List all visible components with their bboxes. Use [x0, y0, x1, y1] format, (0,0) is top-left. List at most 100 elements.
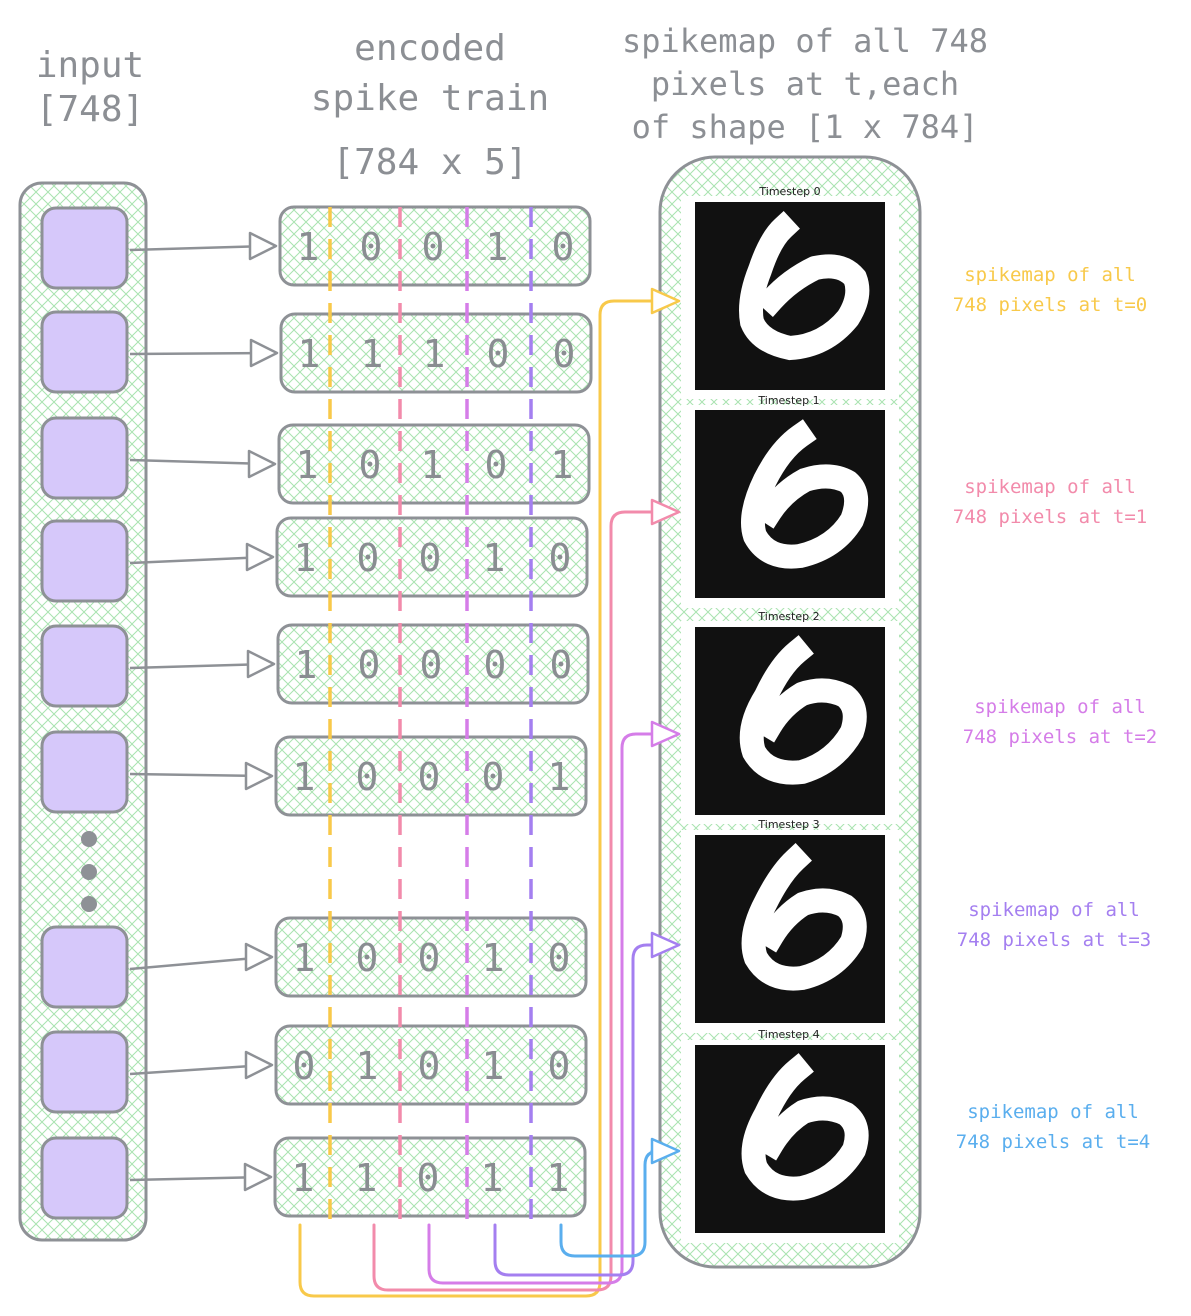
- timestep-label: spikemap of all 748 pixels at t=1: [930, 472, 1170, 532]
- spike-bit: 0: [422, 225, 445, 269]
- timestep-label-line: 748 pixels at t=0: [952, 294, 1148, 316]
- ellipsis-dot: [81, 896, 97, 912]
- encoded-header-line: [784 x 5]: [332, 142, 528, 183]
- spike-bit: 1: [423, 332, 446, 376]
- input-node: [40, 1030, 129, 1114]
- input-node: [40, 206, 129, 290]
- timestep-title: Timestep 4: [758, 1028, 820, 1041]
- spike-bit: 0: [487, 332, 510, 376]
- arrow-head: [244, 1050, 274, 1080]
- timestep-label-line: 748 pixels at t=3: [956, 929, 1152, 951]
- timestep-label: spikemap of all 748 pixels at t=4: [933, 1097, 1173, 1157]
- input-node: [40, 519, 129, 603]
- timestep-label-line: spikemap of all: [974, 696, 1146, 718]
- timestep-label-line: 748 pixels at t=2: [962, 726, 1158, 748]
- spike-bit: 1: [293, 936, 316, 980]
- spike-bit: 1: [296, 443, 319, 487]
- spike-bit: 0: [293, 1044, 316, 1088]
- spike-bit: 0: [548, 1044, 571, 1088]
- route-arrow-head: [650, 931, 681, 959]
- spikemap-digit: [739, 211, 870, 361]
- input-arrow: [129, 662, 269, 670]
- spikemap-digit: [739, 635, 867, 785]
- spike-row: [273, 1136, 587, 1218]
- spikemap-digit: [741, 419, 869, 569]
- timestep-label: spikemap of all 748 pixels at t=3: [934, 895, 1174, 955]
- timestep-route: [559, 1149, 661, 1258]
- spike-bit: 1: [355, 1156, 378, 1200]
- timestep-label: spikemap of all 748 pixels at t=2: [940, 692, 1180, 752]
- timestep-route: [372, 510, 654, 1292]
- timestep-title: Timestep 1: [758, 394, 820, 407]
- spike-bit: 0: [482, 755, 505, 799]
- spike-bit: 0: [419, 536, 442, 580]
- spike-bit: 1: [293, 755, 316, 799]
- arrow-head: [246, 649, 276, 679]
- input-node: [40, 624, 129, 708]
- spikemap-header-line: of shape [1 x 784]: [631, 108, 979, 146]
- spike-bit: 1: [294, 536, 317, 580]
- spike-bit: 1: [548, 755, 571, 799]
- spike-bit: 0: [484, 643, 507, 687]
- spike-bit: 0: [418, 936, 441, 980]
- spikemap-digit: [741, 843, 867, 991]
- spike-bit: 1: [482, 936, 505, 980]
- spikemap-header-line: pixels at t,each: [650, 65, 960, 103]
- encoded-header-line: encoded: [354, 28, 506, 69]
- spike-row: [275, 516, 589, 598]
- spike-bit: 0: [553, 332, 576, 376]
- spike-bit: 1: [298, 332, 321, 376]
- spikemap-digit: [741, 1053, 869, 1201]
- timestep-label-line: spikemap of all: [964, 476, 1136, 498]
- spike-row: [274, 916, 588, 998]
- timestep-title: Timestep 2: [758, 610, 820, 623]
- timestep-label-line: spikemap of all: [968, 899, 1140, 921]
- route-arrow-head: [650, 720, 681, 748]
- timestep-label-line: spikemap of all: [964, 264, 1136, 286]
- spike-bit: 0: [356, 936, 379, 980]
- spike-bit: 0: [549, 536, 572, 580]
- spike-bit: 1: [547, 1156, 570, 1200]
- input-arrow: [129, 955, 267, 971]
- spike-bit: 0: [420, 643, 443, 687]
- input-node: [40, 416, 129, 500]
- input-arrow: [129, 244, 271, 252]
- spikemap-header-line: spikemap of all 748: [621, 22, 989, 60]
- timestep-label-line: 748 pixels at t=1: [952, 506, 1148, 528]
- input-arrow: [129, 555, 268, 565]
- arrow-head: [247, 449, 277, 479]
- spike-bit: 0: [418, 755, 441, 799]
- encoded-header: encoded spike train [784 x 5]: [290, 24, 570, 188]
- input-arrow: [129, 458, 270, 466]
- spike-bit: 1: [421, 443, 444, 487]
- timestep-label: spikemap of all 748 pixels at t=0: [930, 260, 1170, 320]
- timestep-label-line: 748 pixels at t=4: [955, 1131, 1151, 1153]
- input-arrow: [129, 1175, 266, 1182]
- spike-bit: 1: [551, 443, 574, 487]
- timestep-label-line: spikemap of all: [967, 1101, 1139, 1123]
- route-arrow-head: [650, 498, 681, 526]
- arrow-head: [249, 338, 279, 368]
- spike-bit: 1: [483, 536, 506, 580]
- input-node: [40, 1136, 129, 1220]
- ellipsis-dot: [81, 831, 97, 847]
- spike-row: [274, 735, 588, 817]
- spike-bit: 1: [482, 1044, 505, 1088]
- spike-row: [278, 205, 592, 287]
- arrow-head: [244, 942, 274, 972]
- arrow-head: [244, 761, 274, 791]
- route-arrow-head: [650, 287, 681, 315]
- input-arrow: [129, 1063, 267, 1076]
- input-node: [40, 925, 129, 1009]
- spike-row: [279, 312, 593, 394]
- spike-bit: 1: [481, 1156, 504, 1200]
- spike-bit: 0: [358, 643, 381, 687]
- spikemap-header: spikemap of all 748 pixels at t,each of …: [600, 20, 1010, 149]
- spike-row: [276, 623, 590, 705]
- arrow-head: [248, 231, 278, 261]
- arrow-head: [245, 542, 275, 572]
- spike-bit: 0: [548, 936, 571, 980]
- input-node: [40, 310, 129, 394]
- spike-bit: 1: [295, 643, 318, 687]
